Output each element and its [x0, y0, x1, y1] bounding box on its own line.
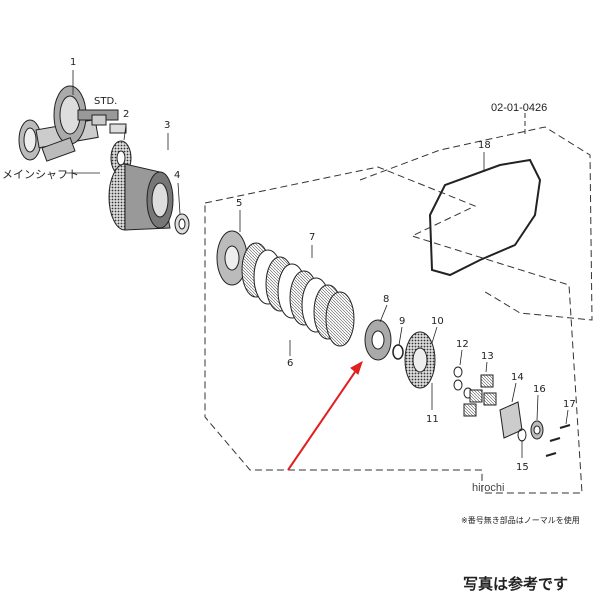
callout-8: 8 — [383, 294, 389, 305]
part-8-pressure-plate — [364, 319, 392, 361]
callout-14: 14 — [511, 372, 524, 383]
red-pointer-arrow — [287, 360, 363, 471]
part-12-washers — [453, 366, 473, 399]
callout-15: 15 — [516, 462, 529, 473]
part-16-bearing — [530, 420, 544, 440]
part-1-main-shaft — [18, 85, 119, 162]
part-code-label: 02-01-0426 — [491, 102, 548, 114]
leader-lines — [66, 70, 569, 458]
callout-5: 5 — [236, 198, 242, 209]
part-6-7-clutch-plates — [241, 242, 355, 347]
callout-7: 7 — [309, 232, 315, 243]
footnote: ※番号無き部品はノーマルを使用 — [461, 516, 580, 525]
dashed-group-outline — [204, 166, 583, 494]
callout-1: 1 — [70, 57, 76, 68]
part-17-bolts — [545, 424, 571, 457]
part-14-plate — [499, 401, 523, 439]
callout-6: 6 — [287, 358, 293, 369]
photo-reference-caption: 写真は参考です — [463, 575, 569, 593]
part-15-washer — [517, 428, 527, 442]
part-5-clutch-center — [216, 230, 248, 286]
part-18-gasket — [428, 158, 542, 277]
callout-10: 10 — [431, 316, 444, 327]
callout-17: 17 — [563, 399, 576, 410]
callout-9: 9 — [399, 316, 405, 327]
part-4-washer — [174, 213, 190, 235]
callout-2: 2 — [123, 109, 129, 120]
callout-13: 13 — [481, 351, 494, 362]
callout-11: 11 — [426, 414, 439, 425]
part-3-clutch-basket — [108, 163, 174, 231]
callout-16: 16 — [533, 384, 546, 395]
callout-18: 18 — [478, 140, 491, 151]
part-9-ring — [392, 344, 404, 360]
part-10-disc — [404, 331, 436, 389]
callout-3: 3 — [164, 120, 170, 131]
part-13-springs — [463, 374, 497, 417]
std-label: STD. — [94, 96, 118, 107]
dashed-gasket-outline — [359, 126, 593, 321]
brand-watermark: hirochi — [472, 482, 505, 494]
std-key-part — [91, 114, 127, 134]
main-shaft-label: メインシャフト — [2, 168, 79, 181]
callout-12: 12 — [456, 339, 469, 350]
callout-4: 4 — [174, 170, 180, 181]
